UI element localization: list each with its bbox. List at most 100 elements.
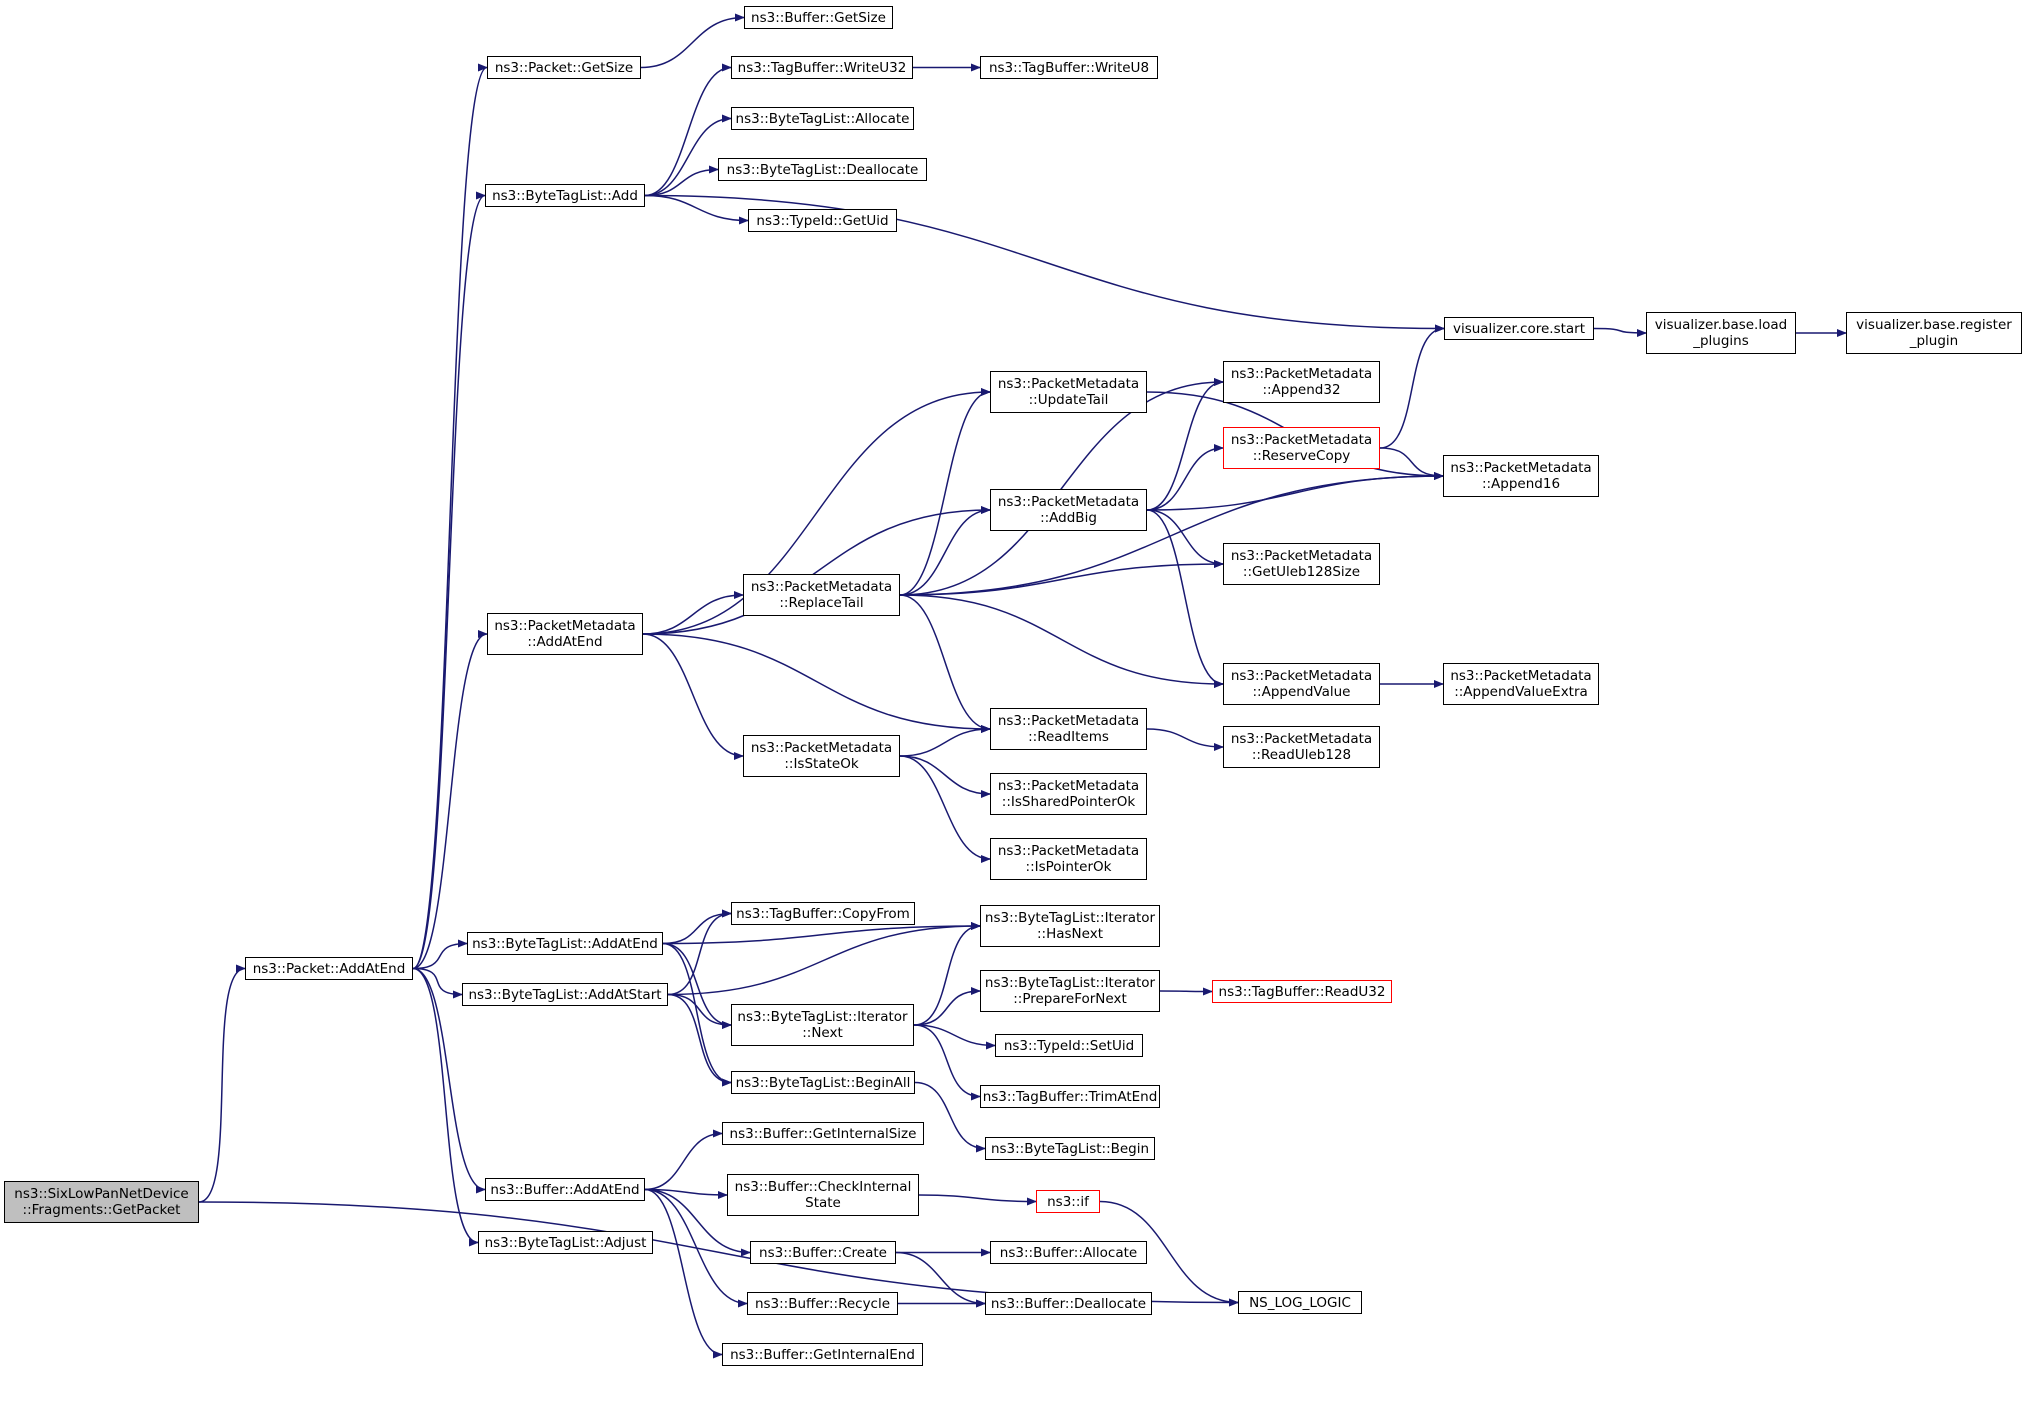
node-ns3-if[interactable]: ns3::if — [1036, 1190, 1100, 1213]
node-pm-replacetail[interactable]: ns3::PacketMetadata::ReplaceTail — [743, 574, 900, 616]
node-typeid-setuid[interactable]: ns3::TypeId::SetUid — [995, 1034, 1143, 1057]
edge-btl-addatstart-to-tb-copyfrom — [667, 909, 732, 996]
edge-pm-isstateok-to-pm-issharedptr — [899, 755, 991, 798]
node-label: ns3::Buffer::Recycle — [754, 1295, 891, 1312]
node-pm-isptr[interactable]: ns3::PacketMetadata::IsPointerOk — [990, 838, 1147, 880]
node-label: ::IsPointerOk — [1025, 859, 1112, 875]
node-label: ns3::Buffer::Deallocate — [990, 1295, 1147, 1312]
node-vis-load[interactable]: visualizer.base.load_plugins — [1646, 312, 1796, 354]
node-packet-addatend[interactable]: ns3::Packet::AddAtEnd — [245, 957, 413, 980]
node-btl-it-hasnext[interactable]: ns3::ByteTagList::Iterator::HasNext — [980, 905, 1160, 947]
edge-btl-add-to-tb-writeu32 — [644, 63, 732, 197]
node-btl-addatend[interactable]: ns3::ByteTagList::AddAtEnd — [467, 932, 663, 955]
node-label: ::IsStateOk — [784, 756, 859, 772]
node-pm-addbig[interactable]: ns3::PacketMetadata::AddBig — [990, 489, 1147, 531]
node-label: ns3::Packet::AddAtEnd — [252, 960, 406, 977]
node-tb-trimatend[interactable]: ns3::TagBuffer::TrimAtEnd — [980, 1085, 1160, 1108]
edge-vis-core-start-to-vis-load — [1593, 327, 1647, 337]
node-vis-core-start[interactable]: visualizer.core.start — [1444, 317, 1594, 340]
node-label: ns3::PacketMetadata — [1230, 548, 1373, 564]
node-label: ::UpdateTail — [1028, 392, 1109, 408]
edge-pm-replacetail-to-pm-appendvalue — [899, 594, 1224, 688]
edge-btl-addatend-to-btl-it-hasnext — [662, 922, 981, 945]
node-btl-it-next[interactable]: ns3::ByteTagList::Iterator::Next — [731, 1004, 914, 1046]
node-label: _plugins — [1693, 333, 1749, 349]
node-tb-readu32[interactable]: ns3::TagBuffer::ReadU32 — [1212, 980, 1392, 1003]
node-pm-getuleb[interactable]: ns3::PacketMetadata::GetUleb128Size — [1223, 543, 1380, 585]
node-btl-add[interactable]: ns3::ByteTagList::Add — [485, 184, 645, 207]
node-packet-getsize[interactable]: ns3::Packet::GetSize — [487, 56, 641, 79]
node-btl-allocate[interactable]: ns3::ByteTagList::Allocate — [731, 107, 914, 130]
edge-pm-addbig-to-pm-reservecopy — [1146, 444, 1224, 511]
node-btl-addatstart[interactable]: ns3::ByteTagList::AddAtStart — [462, 983, 668, 1006]
node-ns-log-logic[interactable]: NS_LOG_LOGIC — [1238, 1291, 1362, 1314]
node-buffer-allocate[interactable]: ns3::Buffer::Allocate — [990, 1241, 1147, 1264]
node-label: ns3::PacketMetadata — [997, 778, 1140, 794]
node-pm-isstateok[interactable]: ns3::PacketMetadata::IsStateOk — [743, 735, 900, 777]
node-buffer-getinternalsize[interactable]: ns3::Buffer::GetInternalSize — [722, 1122, 924, 1145]
node-btl-deallocate[interactable]: ns3::ByteTagList::Deallocate — [718, 158, 927, 181]
node-pm-append16[interactable]: ns3::PacketMetadata::Append16 — [1443, 455, 1599, 497]
node-label: ns3::TagBuffer::CopyFrom — [736, 905, 910, 922]
node-buffer-deallocate[interactable]: ns3::Buffer::Deallocate — [985, 1292, 1152, 1315]
node-buffer-getsize[interactable]: ns3::Buffer::GetSize — [744, 6, 893, 29]
node-label: ns3::ByteTagList::Iterator — [984, 975, 1156, 991]
edge-pm-addatend-to-pm-readitems — [642, 633, 991, 733]
node-btl-adjust[interactable]: ns3::ByteTagList::Adjust — [478, 1231, 653, 1254]
node-label: ns3::PacketMetadata — [997, 713, 1140, 729]
node-label: ns3::ByteTagList::Begin — [990, 1140, 1150, 1157]
edge-pm-replacetail-to-pm-addbig — [899, 506, 991, 596]
node-label: ns3::PacketMetadata — [997, 376, 1140, 392]
node-label: ::ReadUleb128 — [1251, 747, 1352, 763]
node-pm-addatend[interactable]: ns3::PacketMetadata::AddAtEnd — [487, 613, 643, 655]
node-btl-beginall[interactable]: ns3::ByteTagList::BeginAll — [731, 1071, 915, 1094]
edge-pm-replacetail-to-pm-append16 — [899, 472, 1444, 596]
node-buffer-getinternalend[interactable]: ns3::Buffer::GetInternalEnd — [722, 1343, 923, 1366]
node-label: ::AppendValue — [1252, 684, 1351, 700]
node-pm-issharedptr[interactable]: ns3::PacketMetadata::IsSharedPointerOk — [990, 773, 1147, 815]
node-label: ns3::SixLowPanNetDevice — [14, 1186, 189, 1202]
node-buffer-addatend[interactable]: ns3::Buffer::AddAtEnd — [485, 1178, 645, 1201]
node-label: ::AddAtEnd — [527, 634, 603, 650]
node-pm-reservecopy[interactable]: ns3::PacketMetadata::ReserveCopy — [1223, 427, 1380, 469]
node-pm-readuleb[interactable]: ns3::PacketMetadata::ReadUleb128 — [1223, 726, 1380, 768]
node-label: ns3::PacketMetadata — [1230, 668, 1373, 684]
node-tb-writeu8[interactable]: ns3::TagBuffer::WriteU8 — [980, 56, 1158, 79]
node-label: ns3::ByteTagList::Iterator — [984, 910, 1156, 926]
node-vis-register[interactable]: visualizer.base.register_plugin — [1846, 312, 2022, 354]
node-label: visualizer.core.start — [1452, 320, 1586, 337]
node-label: ns3::PacketMetadata — [1230, 432, 1373, 448]
node-typeid-getuid[interactable]: ns3::TypeId::GetUid — [748, 209, 897, 232]
node-label: ::Append32 — [1262, 382, 1341, 398]
node-buffer-recycle[interactable]: ns3::Buffer::Recycle — [747, 1292, 898, 1315]
node-buffer-create[interactable]: ns3::Buffer::Create — [750, 1241, 896, 1264]
node-label: ns3::ByteTagList::Add — [492, 187, 638, 204]
node-label: ns3::TypeId::SetUid — [1003, 1037, 1135, 1054]
node-label: ns3::PacketMetadata — [997, 494, 1140, 510]
node-label: visualizer.base.load — [1654, 317, 1788, 333]
node-label: ns3::Buffer::AddAtEnd — [490, 1181, 640, 1198]
node-pm-appendvalueextra[interactable]: ns3::PacketMetadata::AppendValueExtra — [1443, 663, 1599, 705]
node-tb-copyfrom[interactable]: ns3::TagBuffer::CopyFrom — [731, 902, 915, 925]
node-btl-begin[interactable]: ns3::ByteTagList::Begin — [985, 1137, 1155, 1160]
edge-pm-isstateok-to-pm-readitems — [899, 725, 991, 757]
node-label: ::AppendValueExtra — [1454, 684, 1588, 700]
node-pm-append32[interactable]: ns3::PacketMetadata::Append32 — [1223, 361, 1380, 403]
node-label: ns3::PacketMetadata — [750, 579, 893, 595]
edge-root-to-packet-addatend — [198, 964, 246, 1203]
edge-pm-addbig-to-pm-appendvalue — [1146, 509, 1224, 688]
node-tb-writeu32[interactable]: ns3::TagBuffer::WriteU32 — [731, 56, 913, 79]
edge-btl-add-to-typeid-getuid — [644, 194, 749, 225]
node-label: ns3::Packet::GetSize — [494, 59, 634, 76]
edge-packet-addatend-to-btl-add — [412, 191, 486, 970]
node-btl-it-prepare[interactable]: ns3::ByteTagList::Iterator::PrepareForNe… — [980, 970, 1160, 1012]
node-root[interactable]: ns3::SixLowPanNetDevice::Fragments::GetP… — [4, 1181, 199, 1223]
node-pm-readitems[interactable]: ns3::PacketMetadata::ReadItems — [990, 708, 1147, 750]
node-label: ns3::TagBuffer::TrimAtEnd — [982, 1088, 1158, 1105]
node-pm-updatetail[interactable]: ns3::PacketMetadata::UpdateTail — [990, 371, 1147, 413]
edge-packet-addatend-to-btl-adjust — [412, 967, 479, 1247]
node-label: ns3::TagBuffer::WriteU32 — [737, 59, 907, 76]
node-pm-appendvalue[interactable]: ns3::PacketMetadata::AppendValue — [1223, 663, 1380, 705]
